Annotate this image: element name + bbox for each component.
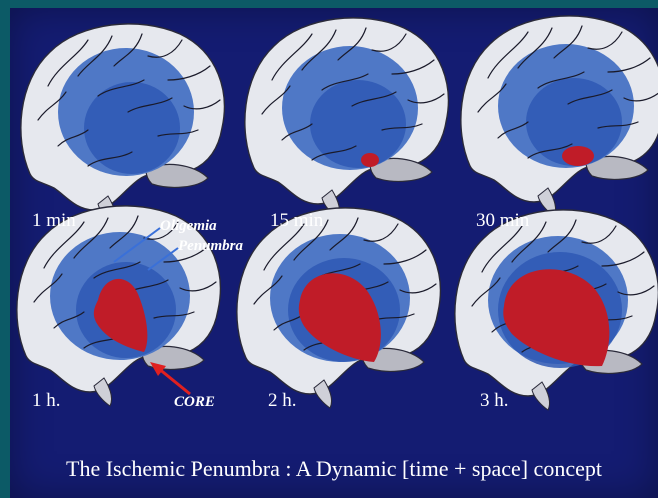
time-label-1min: 1 min <box>32 210 76 231</box>
core-region <box>562 146 594 166</box>
brain-panel-30min <box>461 16 658 216</box>
time-label-30min: 30 min <box>476 210 530 231</box>
brain-panel-2h <box>237 208 440 408</box>
slide-caption: The Ischemic Penumbra : A Dynamic [time … <box>66 456 602 481</box>
penumbra-label: Penumbra <box>178 238 244 254</box>
penumbra-diagram: 1 min 15 min 30 min 1 h. 2 h. 3 h. Olige… <box>10 8 658 498</box>
brain-panel-1min <box>21 24 224 224</box>
time-label-15min: 15 min <box>270 210 324 231</box>
slide-background: 1 min 15 min 30 min 1 h. 2 h. 3 h. Olige… <box>10 8 658 498</box>
oligemia-label: Oligemia <box>160 218 217 234</box>
brain-panel-15min <box>245 18 448 218</box>
brain-panel-3h <box>455 210 658 410</box>
time-label-2h: 2 h. <box>268 390 297 411</box>
time-label-1h: 1 h. <box>32 390 61 411</box>
brain-panel-1h <box>17 206 220 406</box>
time-label-3h: 3 h. <box>480 390 509 411</box>
core-label: CORE <box>174 394 215 410</box>
core-region <box>361 153 379 167</box>
